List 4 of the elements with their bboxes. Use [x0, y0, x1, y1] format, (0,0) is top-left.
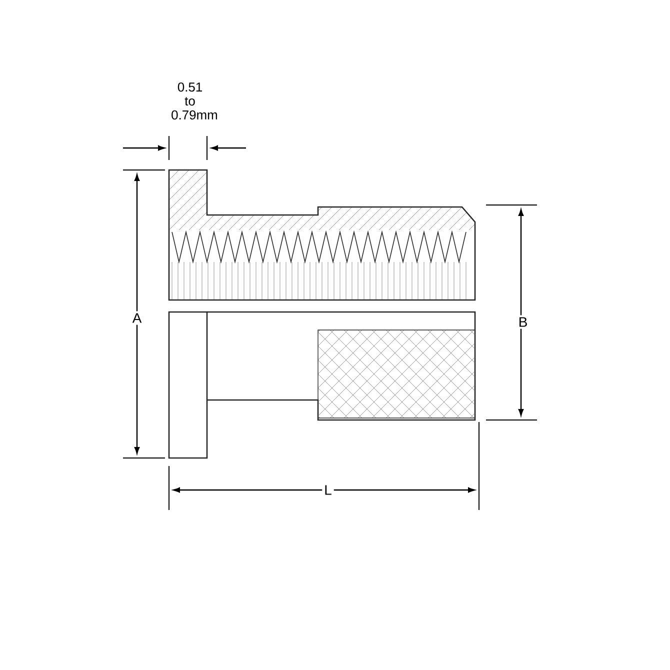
dimension-label: B [516, 315, 530, 329]
dimension-label: L [322, 483, 334, 497]
dimension-label: 0.51 to 0.79mm [172, 82, 217, 120]
dimension-label: A [130, 311, 144, 325]
